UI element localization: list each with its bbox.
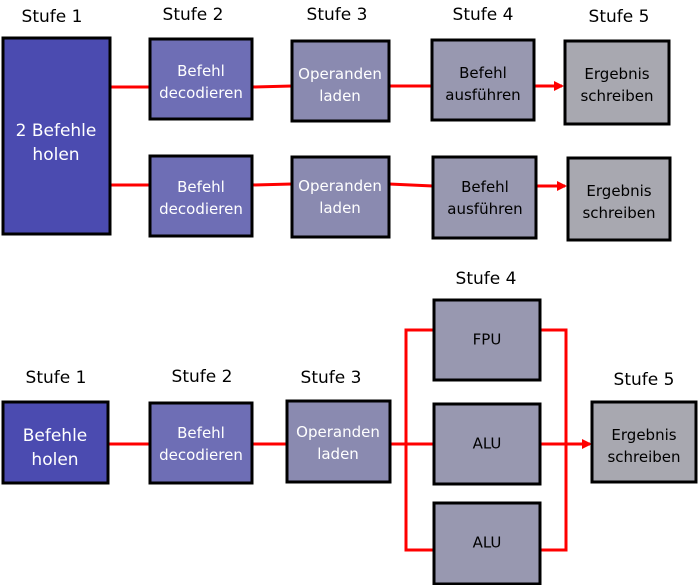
- bottom-fetch-line-1: Befehle: [23, 426, 88, 446]
- bottom-alu-1-box: ALU: [432, 402, 542, 486]
- top-fetch-line-2: holen: [32, 145, 79, 165]
- bottom-stage-2-label: Stufe 2: [172, 367, 233, 387]
- bottom-fpu-box: FPU: [432, 298, 542, 382]
- top-stage-4-label: Stufe 4: [453, 5, 514, 25]
- top-row2-wire-decode-operand: [251, 182, 293, 187]
- top-row2-execute-line-2: ausführen: [447, 200, 522, 218]
- top-fetch-line-1: 2 Befehle: [16, 121, 97, 141]
- top-row1-decode-line-1: Befehl: [177, 62, 225, 80]
- bottom-stage-1-label: Stufe 1: [26, 368, 87, 388]
- bottom-fpu-label: FPU: [473, 331, 502, 349]
- bottom-decode-line-1: Befehl: [177, 424, 225, 442]
- bottom-decode-line-2: decodieren: [159, 446, 243, 464]
- bottom-alu-2-box: ALU: [432, 501, 542, 585]
- bottom-decode-box: Befehl decodieren: [148, 401, 254, 485]
- top-row1-execute-line-2: ausführen: [445, 86, 520, 104]
- bottom-fetch-box: Befehle holen: [1, 400, 110, 485]
- top-stage-2-label: Stufe 2: [163, 5, 224, 25]
- bottom-fetch-line-2: holen: [31, 450, 78, 470]
- top-row2-operand-line-2: laden: [319, 199, 361, 217]
- top-row2-execute-line-1: Befehl: [461, 178, 509, 196]
- top-row1-write-line-2: schreiben: [580, 87, 653, 105]
- bottom-write-line-1: Ergebnis: [611, 426, 676, 444]
- top-stage-3-label: Stufe 3: [307, 5, 368, 25]
- top-row1-operand-line-1: Operanden: [298, 65, 382, 83]
- top-row2-write-line-2: schreiben: [582, 204, 655, 222]
- top-row2-write-line-1: Ergebnis: [586, 182, 651, 200]
- top-row1-execute-line-1: Befehl: [459, 64, 507, 82]
- bottom-stage-5-label: Stufe 5: [614, 370, 675, 390]
- bottom-write-line-2: schreiben: [607, 448, 680, 466]
- functional-unit-pipeline: Stufe 1 Stufe 2 Stufe 3 Stufe 4 Stufe 5 …: [1, 269, 698, 585]
- top-row2-decode-line-1: Befehl: [177, 178, 225, 196]
- top-stage-1-label: Stufe 1: [22, 7, 83, 27]
- bottom-wire-collect-bus: [540, 328, 568, 552]
- top-row2-wire-operand-execute: [388, 182, 434, 188]
- top-row2-execute-box: Befehl ausführen: [431, 155, 538, 240]
- top-stage-5-label: Stufe 5: [589, 7, 650, 27]
- bottom-write-box: Ergebnis schreiben: [590, 400, 698, 484]
- top-row1-write-line-1: Ergebnis: [584, 65, 649, 83]
- bottom-stage-4-label: Stufe 4: [456, 269, 517, 289]
- bottom-operand-line-1: Operanden: [296, 423, 380, 441]
- top-row2-operand-line-1: Operanden: [298, 177, 382, 195]
- top-row2-write-box: Ergebnis schreiben: [566, 156, 672, 242]
- bottom-stage-3-label: Stufe 3: [301, 368, 362, 388]
- top-row1-write-box: Ergebnis schreiben: [563, 39, 671, 126]
- top-row2-decode-line-2: decodieren: [159, 200, 243, 218]
- top-row2-decode-box: Befehl decodieren: [148, 154, 254, 238]
- top-row1-operand-box: Operanden laden: [290, 39, 391, 123]
- superscalar-pipeline: Stufe 1 Stufe 2 Stufe 3 Stufe 4 Stufe 5 …: [1, 5, 672, 242]
- top-row1-wire-decode-operand: [251, 84, 293, 89]
- top-row1-execute-box: Befehl ausführen: [430, 38, 536, 122]
- top-row1-operand-line-2: laden: [319, 87, 361, 105]
- bottom-operand-line-2: laden: [317, 445, 359, 463]
- bottom-alu-1-label: ALU: [473, 435, 502, 453]
- top-row1-decode-line-2: decodieren: [159, 84, 243, 102]
- top-row2-operand-box: Operanden laden: [290, 155, 391, 239]
- bottom-alu-2-label: ALU: [473, 534, 502, 552]
- bottom-operand-box: Operanden laden: [285, 399, 392, 484]
- top-row1-decode-box: Befehl decodieren: [148, 37, 254, 121]
- bottom-wire-dispatch-bus: [404, 328, 434, 552]
- top-fetch-box: 2 Befehle holen: [1, 36, 112, 236]
